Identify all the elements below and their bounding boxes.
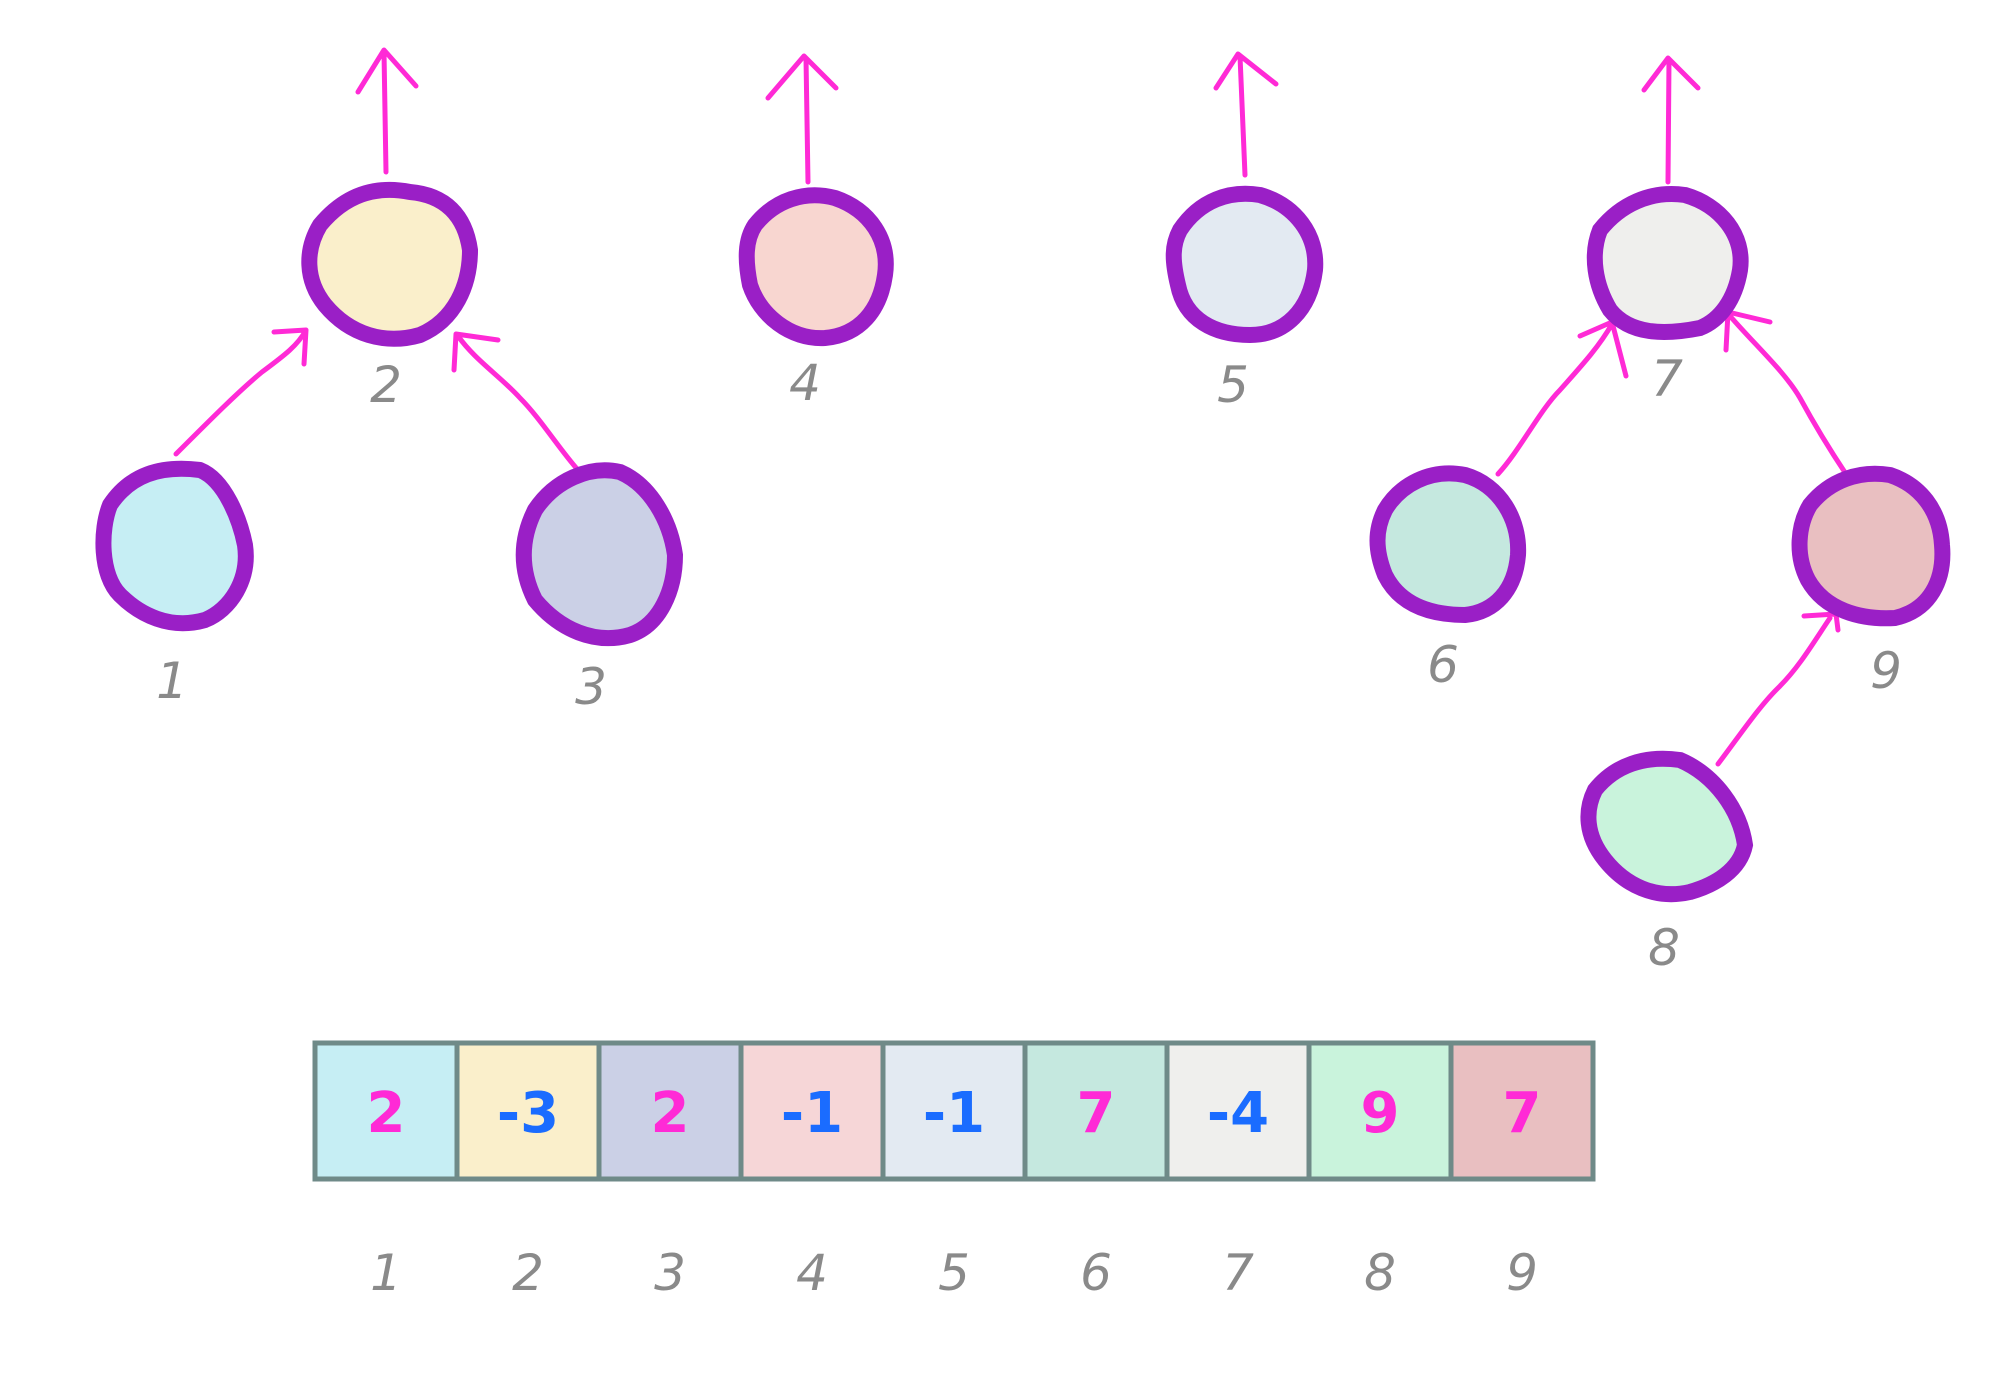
array-index-3: 3 [654,1244,686,1302]
array-index-1: 1 [370,1244,402,1302]
node-label-2: 2 [370,356,402,414]
array-value-6: 7 [1077,1081,1116,1146]
root-arrow-5 [1213,51,1279,178]
array-cell-3[interactable]: 2 3 [596,1040,744,1302]
node-label-4: 4 [789,354,821,412]
node-label-5: 5 [1217,356,1249,414]
node-label-3: 3 [575,658,607,716]
node-label-6: 6 [1427,636,1459,694]
edge-3-to-2 [451,331,581,473]
edge-6-to-7 [1495,319,1629,477]
array-index-2: 2 [512,1244,544,1302]
array-index-6: 6 [1080,1244,1112,1302]
array-value-2: -3 [497,1081,559,1146]
node-label-1: 1 [156,652,188,710]
array-cell-8[interactable]: 9 8 [1306,1040,1454,1302]
array-value-9: 7 [1503,1081,1542,1146]
array-cell-5[interactable]: -1 5 [880,1040,1028,1302]
array-value-1: 2 [367,1081,406,1146]
node-9[interactable]: 9 [1791,465,1951,700]
array-value-7: -4 [1207,1081,1269,1146]
parent-edges [173,309,1849,767]
array-cell-9[interactable]: 7 9 [1448,1040,1596,1302]
edge-1-to-2 [173,327,309,457]
array-index-9: 9 [1506,1244,1538,1302]
array-index-4: 4 [796,1244,828,1302]
tree-nodes: 1 2 3 4 5 6 7 8 [95,181,1951,977]
array-cell-4[interactable]: -1 4 [738,1040,886,1302]
node-7[interactable]: 7 [1586,186,1749,408]
edge-9-to-7 [1723,309,1849,477]
array-value-5: -1 [923,1081,985,1146]
node-label-9: 9 [1870,642,1902,700]
root-arrows [355,47,1701,185]
parent-array: 2 1 -3 2 2 3 -1 4 -1 5 7 6 [312,1040,1596,1302]
array-cell-6[interactable]: 7 6 [1022,1040,1170,1302]
edge-8-to-9 [1715,611,1841,767]
root-arrow-2 [355,47,419,175]
array-cell-2[interactable]: -3 2 [454,1040,602,1302]
array-index-7: 7 [1222,1244,1254,1302]
node-label-8: 8 [1648,919,1680,977]
node-label-7: 7 [1651,350,1683,408]
array-value-8: 9 [1361,1081,1400,1146]
node-3[interactable]: 3 [515,462,684,716]
array-index-5: 5 [938,1244,970,1302]
array-cell-1[interactable]: 2 1 [312,1040,460,1302]
node-1[interactable]: 1 [95,460,254,710]
array-value-4: -1 [781,1081,843,1146]
node-2[interactable]: 2 [301,181,479,414]
array-cell-7[interactable]: -4 7 [1164,1040,1312,1302]
node-6[interactable]: 6 [1369,465,1527,694]
array-index-8: 8 [1364,1244,1396,1302]
node-4[interactable]: 4 [738,187,894,412]
node-8[interactable]: 8 [1580,750,1754,977]
root-arrow-4 [765,53,839,185]
root-arrow-7 [1641,55,1701,185]
array-value-3: 2 [651,1081,690,1146]
node-5[interactable]: 5 [1165,185,1324,414]
